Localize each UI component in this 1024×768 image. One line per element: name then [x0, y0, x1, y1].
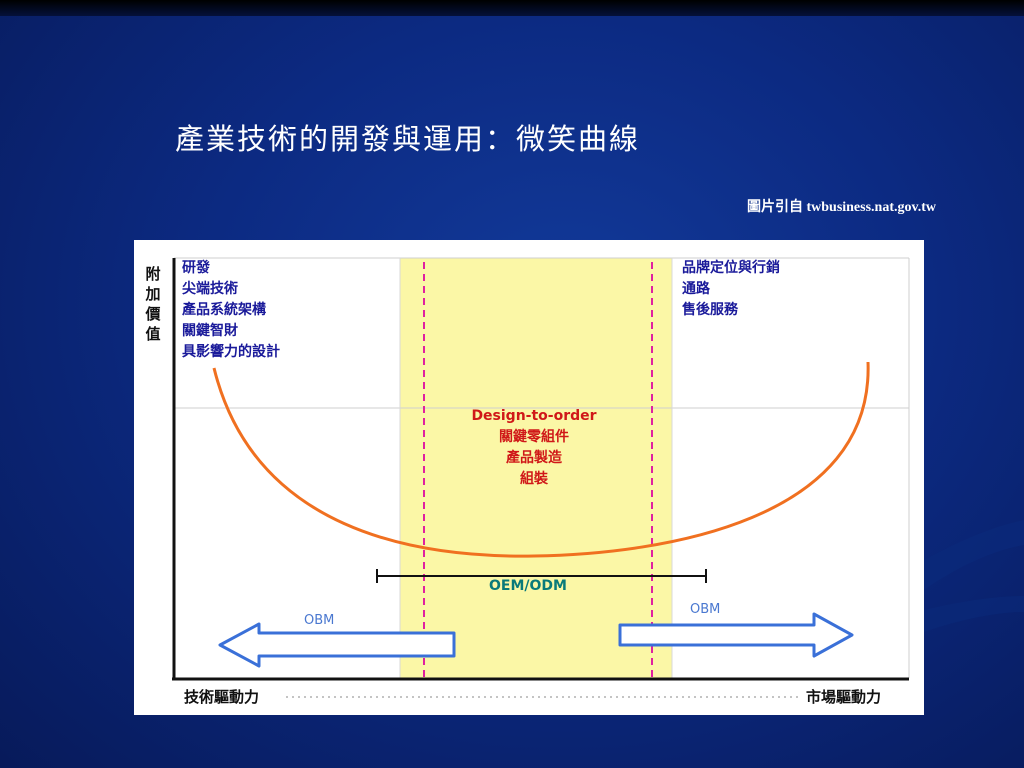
left-item: 產品系統架構	[182, 302, 266, 318]
x-axis-right-label: 市場驅動力	[806, 688, 882, 706]
right-item: 通路	[682, 281, 710, 297]
y-axis-label: 附加價值	[145, 265, 161, 343]
middle-item: 關鍵零組件	[499, 429, 569, 445]
x-axis-left-label: 技術驅動力	[184, 688, 260, 706]
right-items-list: 品牌定位與行銷 通路 售後服務	[682, 258, 780, 321]
middle-item: 組裝	[520, 471, 548, 487]
oem-odm-label: OEM/ODM	[489, 578, 567, 594]
smile-curve-diagram: 附加價值 研發 尖端技術 產品系統架構 關鍵智財 具影響力的設計 品牌定位與行銷…	[134, 240, 924, 715]
middle-items-list: Design-to-order 關鍵零組件 產品製造 組裝	[434, 406, 634, 490]
middle-item: 產品製造	[506, 450, 562, 466]
left-items-list: 研發 尖端技術 產品系統架構 關鍵智財 具影響力的設計	[182, 258, 280, 363]
middle-band	[400, 258, 672, 678]
right-arrow	[618, 612, 854, 658]
left-obm-label: OBM	[304, 613, 335, 628]
left-item: 具影響力的設計	[182, 344, 280, 360]
left-arrow	[218, 622, 456, 668]
smile-curve	[212, 361, 870, 558]
left-item: 關鍵智財	[182, 323, 238, 339]
slide-title: 產業技術的開發與運用：微笑曲線	[175, 122, 641, 156]
top-band	[0, 0, 1024, 16]
diagram-graphics	[172, 257, 910, 698]
right-item: 售後服務	[682, 302, 738, 318]
image-source-credit: 圖片引自 twbusiness.nat.gov.tw	[746, 200, 936, 215]
middle-item: Design-to-order	[471, 408, 597, 424]
left-item: 尖端技術	[182, 281, 238, 297]
right-obm-label: OBM	[690, 602, 721, 617]
right-item: 品牌定位與行銷	[682, 260, 780, 276]
left-item: 研發	[182, 260, 210, 276]
